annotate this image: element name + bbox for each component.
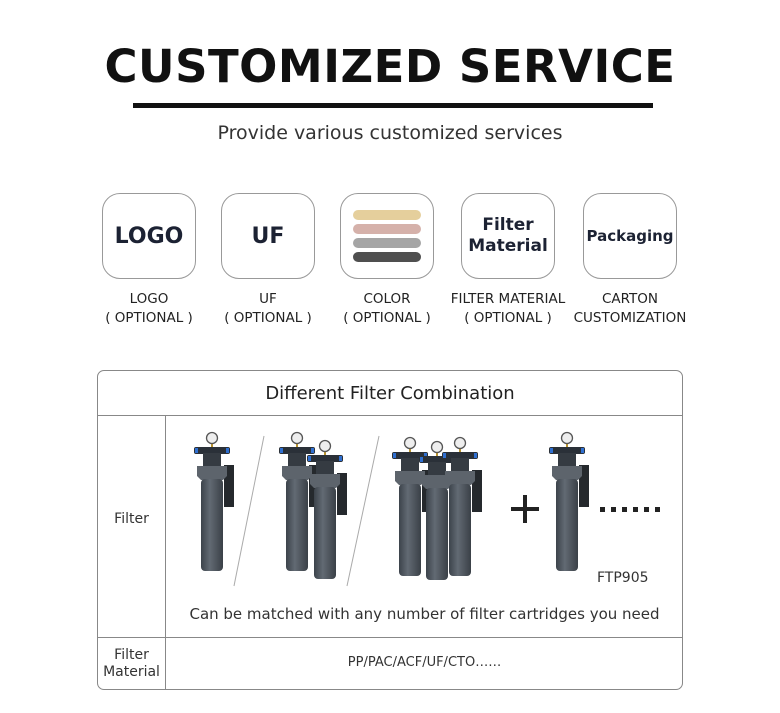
packaging-card: Packaging [583, 193, 677, 279]
option-packaging: Packaging [583, 193, 677, 279]
caption-line: ( OPTIONAL ) [343, 310, 431, 326]
caption-line: CUSTOMIZATION [573, 310, 687, 326]
filter-triple-icon [391, 436, 483, 581]
option-caption-logo: LOGO ( OPTIONAL ) [79, 290, 219, 328]
caption-line: FILTER MATERIAL [450, 291, 566, 307]
option-color [340, 193, 434, 279]
option-filter-material: Filter Material [461, 193, 555, 279]
caption-line: LOGO [129, 291, 169, 307]
color-swatch-dark [353, 252, 421, 262]
filter-combination-table: Different Filter Combination Filter Filt… [97, 370, 683, 690]
caption-line: ( OPTIONAL ) [105, 310, 193, 326]
filter-single-icon [193, 431, 235, 572]
page-title: CUSTOMIZED SERVICE [104, 40, 676, 93]
logo-card: LOGO [102, 193, 196, 279]
uf-card-text: UF [251, 223, 285, 249]
page-subtitle: Provide various customized services [217, 122, 563, 144]
filter-material-card-text-1: Filter [482, 215, 534, 235]
color-swatch-beige [353, 210, 421, 220]
filter-material-card: Filter Material [461, 193, 555, 279]
option-logo: LOGO [102, 193, 196, 279]
title-underline [133, 103, 653, 108]
caption-line: UF [259, 291, 277, 307]
divider-line [233, 435, 265, 587]
filter-double-icon [278, 431, 348, 580]
color-swatch-gray [353, 238, 421, 248]
caption-line: COLOR [363, 291, 411, 307]
color-card [340, 193, 434, 279]
row-divider [98, 637, 682, 639]
ellipsis-icon [600, 507, 660, 512]
option-caption-carton: CARTON CUSTOMIZATION [560, 290, 700, 328]
caption-line: ( OPTIONAL ) [224, 310, 312, 326]
uf-card: UF [221, 193, 315, 279]
divider-line [346, 435, 380, 587]
filter-additional-icon [548, 431, 590, 572]
packaging-card-text: Packaging [586, 227, 674, 245]
option-caption-color: COLOR ( OPTIONAL ) [317, 290, 457, 328]
row-label-filter: Filter [114, 511, 149, 527]
label-line: Filter [114, 647, 149, 663]
table-title: Different Filter Combination [98, 371, 682, 416]
option-uf: UF [221, 193, 315, 279]
caption-line: ( OPTIONAL ) [464, 310, 552, 326]
plus-icon [511, 495, 539, 523]
filter-material-value: PP/PAC/ACF/UF/CTO…… [347, 655, 502, 670]
color-swatch-pink [353, 224, 421, 234]
combination-note: Can be matched with any number of filter… [189, 605, 660, 623]
option-caption-filter-material: FILTER MATERIAL ( OPTIONAL ) [438, 290, 578, 328]
column-divider [165, 416, 167, 690]
caption-line: CARTON [601, 291, 659, 307]
model-label: FTP905 [597, 570, 649, 586]
label-line: Material [103, 664, 160, 680]
filter-material-card-text-2: Material [468, 236, 548, 256]
option-caption-uf: UF ( OPTIONAL ) [198, 290, 338, 328]
logo-card-text: LOGO [114, 223, 184, 249]
